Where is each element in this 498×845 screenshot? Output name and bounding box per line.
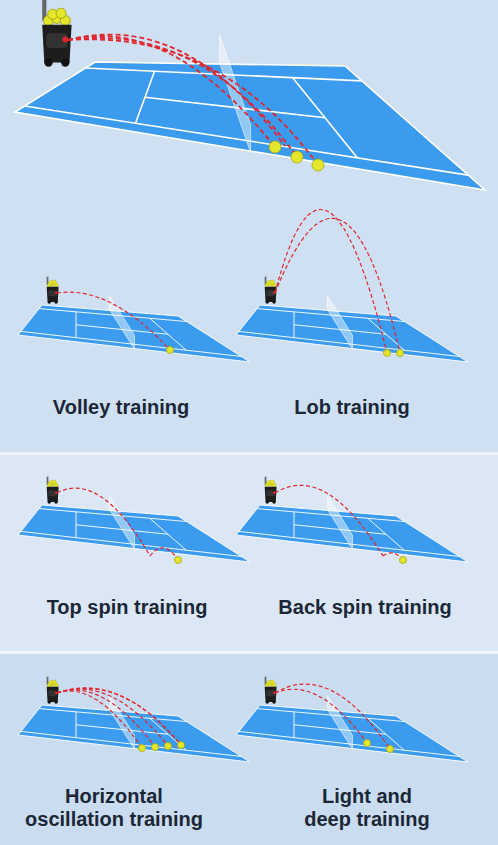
tennis-court bbox=[18, 296, 250, 362]
tennis-ball bbox=[312, 159, 324, 171]
ball-trajectory bbox=[57, 292, 170, 350]
net bbox=[328, 296, 353, 350]
background-band bbox=[0, 452, 498, 455]
ball-trajectory bbox=[57, 688, 181, 745]
tennis-ball bbox=[397, 350, 404, 357]
ball-trajectory bbox=[68, 35, 285, 146]
ball-trajectory bbox=[57, 488, 150, 556]
ball-machine bbox=[265, 477, 277, 504]
ball-machine bbox=[265, 277, 277, 304]
tennis-ball bbox=[387, 746, 394, 753]
tennis-ball bbox=[291, 151, 303, 163]
tennis-ball bbox=[165, 743, 172, 750]
mode-caption: Volley training bbox=[11, 396, 231, 419]
ball-trajectory bbox=[275, 485, 383, 556]
background-band bbox=[0, 654, 498, 845]
mode-caption: Light and deep training bbox=[300, 785, 434, 831]
ball-machine bbox=[265, 677, 277, 704]
mode-caption: Lob training bbox=[242, 396, 462, 419]
tennis-court bbox=[18, 696, 250, 762]
tennis-court bbox=[18, 496, 250, 562]
tennis-ball bbox=[364, 740, 371, 747]
background-band bbox=[0, 455, 498, 651]
ball-machine bbox=[42, 0, 71, 67]
tennis-court bbox=[236, 496, 468, 562]
ball-trajectory bbox=[150, 548, 178, 560]
ball-trajectory bbox=[275, 209, 387, 353]
tennis-ball bbox=[167, 347, 174, 354]
net bbox=[219, 34, 250, 152]
ball-trajectory bbox=[57, 690, 155, 747]
tennis-court bbox=[236, 296, 468, 362]
mode-caption: Top spin training bbox=[12, 596, 242, 619]
tennis-court bbox=[236, 696, 468, 762]
tennis-ball bbox=[175, 557, 182, 564]
ball-machine bbox=[47, 477, 59, 504]
ball-trajectory bbox=[57, 688, 181, 745]
tennis-ball bbox=[269, 141, 281, 153]
ball-trajectory bbox=[275, 689, 367, 743]
tennis-court bbox=[15, 34, 485, 190]
tennis-ball bbox=[400, 557, 407, 564]
net bbox=[328, 496, 353, 550]
ball-trajectory bbox=[68, 39, 318, 165]
ball-machine bbox=[47, 677, 59, 704]
net bbox=[110, 296, 135, 350]
mode-caption: Back spin training bbox=[250, 596, 480, 619]
tennis-ball bbox=[384, 350, 391, 357]
background-band bbox=[0, 0, 498, 452]
ball-trajectory bbox=[57, 689, 168, 746]
background-band bbox=[0, 651, 498, 654]
tennis-ball bbox=[178, 742, 185, 749]
tennis-ball bbox=[152, 744, 159, 751]
mode-caption: Horizontal oscillation training bbox=[14, 785, 214, 831]
tennis-ball bbox=[139, 745, 146, 752]
net bbox=[110, 496, 135, 550]
ball-trajectory bbox=[275, 218, 400, 353]
ball-machine bbox=[47, 277, 59, 304]
ball-trajectory bbox=[275, 684, 390, 749]
